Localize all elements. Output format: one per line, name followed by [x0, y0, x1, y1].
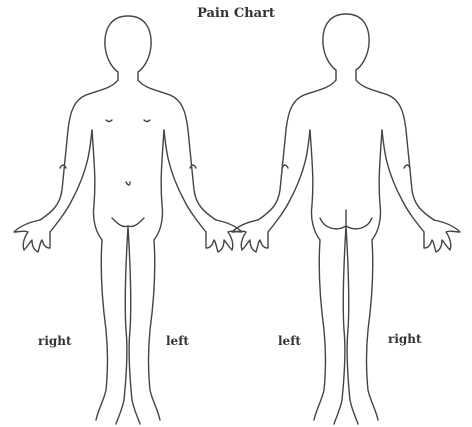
front-chest-marks	[106, 120, 150, 185]
back-left-hand	[232, 220, 268, 252]
back-right-label: right	[388, 332, 422, 346]
front-legs	[96, 226, 160, 424]
back-head	[323, 14, 369, 80]
front-left-label: left	[166, 334, 189, 348]
front-left-hand	[206, 220, 242, 252]
front-inner-arms	[50, 130, 206, 232]
front-head	[105, 16, 151, 80]
front-elbow-marks	[60, 165, 196, 168]
front-right-label: right	[38, 334, 72, 348]
front-right-hand	[14, 220, 50, 252]
back-torso-outline	[258, 80, 434, 220]
back-left-label: left	[278, 334, 301, 348]
back-elbow-marks	[282, 165, 410, 168]
back-legs	[314, 226, 378, 424]
front-body-figure[interactable]	[14, 16, 242, 424]
back-right-hand	[424, 220, 460, 252]
front-torso-outline	[40, 80, 216, 220]
front-groin	[112, 218, 144, 227]
back-body-figure[interactable]	[232, 14, 460, 424]
